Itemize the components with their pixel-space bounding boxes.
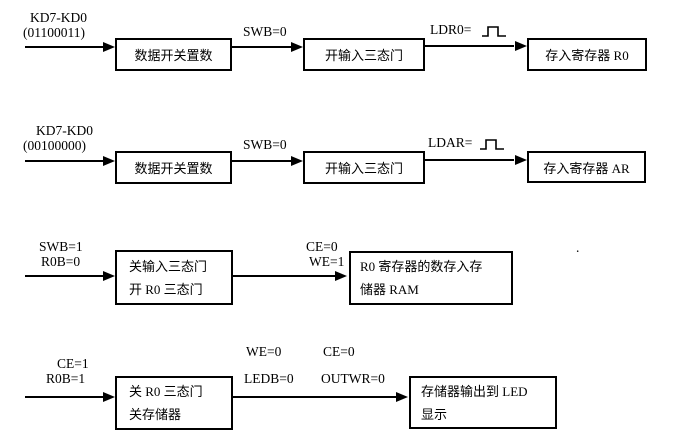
row4-input-signal-line1: CE=1 xyxy=(57,356,89,371)
row3-arrowhead-2 xyxy=(335,271,347,281)
row4-arrow-line-2 xyxy=(233,396,397,398)
row2-ldar-label: LDAR= xyxy=(428,135,473,150)
row4-box1-line1: 关 R0 三态门 xyxy=(129,384,203,399)
row3-ce-label: CE=0 xyxy=(306,239,338,254)
row4-ce-label: CE=0 xyxy=(323,344,355,359)
row2-arrow-line-2 xyxy=(232,160,292,162)
row3-we-label: WE=1 xyxy=(309,254,345,269)
row3-input-signal-line1: SWB=1 xyxy=(39,239,83,254)
row2-box1-label: 数据开关置数 xyxy=(134,161,213,176)
row2-box-data-switch: 数据开关置数 xyxy=(115,151,232,184)
row2-box3-label: 存入寄存器 AR xyxy=(543,160,630,176)
row3-box2-line1: R0 寄存器的数存入存 xyxy=(360,259,483,274)
pulse-icon xyxy=(482,26,506,37)
row1-arrow-line-2 xyxy=(232,46,292,48)
row1-swb-label: SWB=0 xyxy=(243,24,287,39)
row4-box-close-r0-tristate: 关 R0 三态门 关存储器 xyxy=(115,376,233,430)
row4-input-signal-line2: R0B=1 xyxy=(46,371,86,386)
row2-input-signal-line1: KD7-KD0 xyxy=(36,123,93,138)
row2-input-signal-line2: (00100000) xyxy=(23,138,86,153)
row3-arrow-line-1 xyxy=(25,275,105,277)
row3-arrowhead-1 xyxy=(103,271,115,281)
row1-box2-label: 开输入三态门 xyxy=(324,48,403,63)
row2-swb-label: SWB=0 xyxy=(243,137,287,152)
row1-arrowhead-1 xyxy=(103,42,115,52)
row1-arrow-line-3 xyxy=(425,45,514,47)
row2-box-store-ar: 存入寄存器 AR xyxy=(527,151,646,183)
row4-outwr-label: OUTWR=0 xyxy=(321,371,385,386)
row3-box-close-input-tristate: 关输入三态门 开 R0 三态门 xyxy=(115,250,233,305)
row2-arrowhead-3 xyxy=(515,155,527,165)
row3-box-store-ram: R0 寄存器的数存入存 储器 RAM xyxy=(349,251,513,305)
row4-ledb-label: LEDB=0 xyxy=(244,371,294,386)
row1-box-store-r0: 存入寄存器 R0 xyxy=(527,38,647,71)
stray-period-mark: . xyxy=(576,240,580,255)
row2-box-open-tristate: 开输入三态门 xyxy=(303,151,425,184)
row3-box1-line2: 开 R0 三态门 xyxy=(129,281,203,297)
row1-box3-label: 存入寄存器 R0 xyxy=(545,48,629,63)
row1-arrowhead-3 xyxy=(515,41,527,51)
row1-input-signal-line2: (01100011) xyxy=(23,25,85,40)
row4-arrowhead-2 xyxy=(396,392,408,402)
row2-arrowhead-2 xyxy=(291,156,303,166)
row4-arrow-line-1 xyxy=(25,396,105,398)
row1-ldr0-label: LDR0= xyxy=(430,22,472,37)
row4-arrowhead-1 xyxy=(103,392,115,402)
row4-we-label: WE=0 xyxy=(246,344,282,359)
row4-box1-line2: 关存储器 xyxy=(129,407,182,422)
row1-arrowhead-2 xyxy=(291,42,303,52)
row1-arrow-line-1 xyxy=(25,46,105,48)
row1-box1-label: 数据开关置数 xyxy=(134,48,213,63)
row3-box1-line1: 关输入三态门 xyxy=(129,258,208,274)
row3-arrow-line-2 xyxy=(233,275,336,277)
row1-box-open-tristate: 开输入三态门 xyxy=(303,38,425,71)
row3-box2-line2: 储器 RAM xyxy=(360,282,419,297)
row4-box-led-output: 存储器输出到 LED 显示 xyxy=(409,376,557,429)
row1-input-signal-line1: KD7-KD0 xyxy=(30,10,87,25)
row2-arrowhead-1 xyxy=(103,156,115,166)
pulse-icon xyxy=(480,139,504,150)
row4-box2-line2: 显示 xyxy=(421,406,448,422)
row4-box2-line1: 存储器输出到 LED xyxy=(421,383,528,399)
row2-arrow-line-3 xyxy=(425,159,514,161)
row1-box-data-switch: 数据开关置数 xyxy=(115,38,232,71)
row3-input-signal-line2: R0B=0 xyxy=(41,254,81,269)
row2-arrow-line-1 xyxy=(25,160,105,162)
row2-box2-label: 开输入三态门 xyxy=(324,161,403,176)
